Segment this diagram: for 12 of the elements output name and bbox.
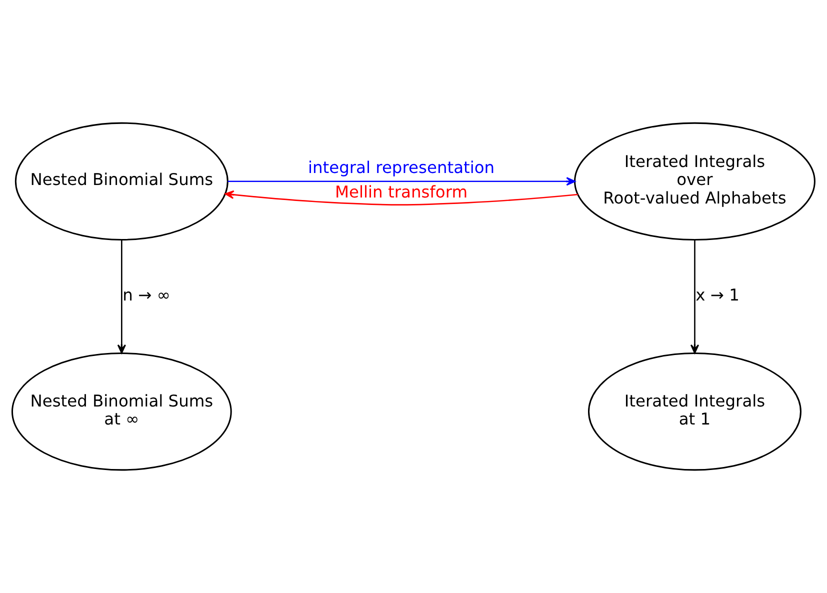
node-ellipse: Nested Binomial Sums at ∞ bbox=[11, 352, 232, 471]
arrow bbox=[228, 177, 576, 186]
arrow bbox=[224, 190, 578, 206]
node-ellipse: Iterated Integrals at 1 bbox=[588, 352, 802, 471]
node-ellipse: Nested Binomial Sums bbox=[14, 122, 228, 240]
arrow bbox=[690, 240, 700, 354]
edge-label: x → 1 bbox=[696, 285, 740, 304]
edge-label: integral representation bbox=[308, 158, 495, 178]
arrow bbox=[117, 240, 126, 354]
edge-label: n → ∞ bbox=[122, 285, 170, 304]
node-ellipse: Iterated Integrals over Root-valued Alphabets bbox=[574, 122, 816, 240]
edge-label: Mellin transform bbox=[335, 182, 468, 202]
